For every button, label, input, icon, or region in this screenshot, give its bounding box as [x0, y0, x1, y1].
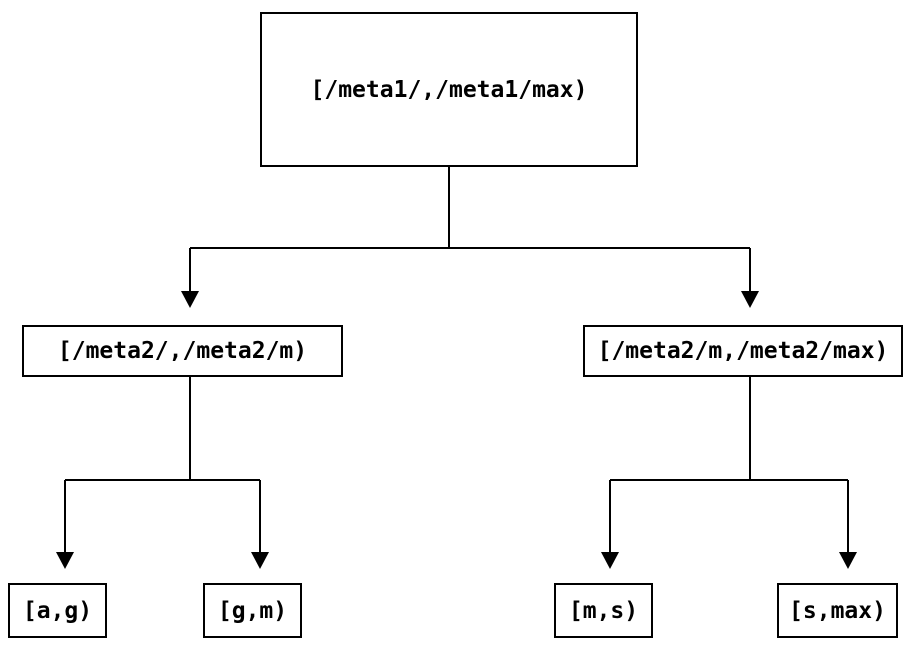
arrowhead-to-right-child [741, 291, 759, 308]
node-leaf-ag: [a,g) [8, 583, 107, 638]
node-leaf-gm: [g,m) [203, 583, 302, 638]
node-leaf-ms: [m,s) [554, 583, 653, 638]
node-leaf-smax-label: [s,max) [789, 597, 886, 624]
arrowhead-to-leaf-ag [56, 552, 74, 569]
node-leaf-gm-label: [g,m) [217, 597, 288, 624]
arrowhead-to-leaf-gm [251, 552, 269, 569]
node-left-child-label: [/meta2/,/meta2/m) [57, 338, 308, 364]
arrowhead-to-leaf-smax [839, 552, 857, 569]
node-left-child: [/meta2/,/meta2/m) [22, 325, 343, 377]
node-right-child-label: [/meta2/m,/meta2/max) [597, 338, 889, 364]
arrowhead-to-left-child [181, 291, 199, 308]
arrowhead-to-leaf-ms [601, 552, 619, 569]
node-leaf-ag-label: [a,g) [22, 597, 93, 624]
node-leaf-ms-label: [m,s) [568, 597, 639, 624]
node-right-child: [/meta2/m,/meta2/max) [583, 325, 903, 377]
node-root-label: [/meta1/,/meta1/max) [310, 76, 588, 103]
node-root: [/meta1/,/meta1/max) [260, 12, 638, 167]
node-leaf-smax: [s,max) [777, 583, 898, 638]
